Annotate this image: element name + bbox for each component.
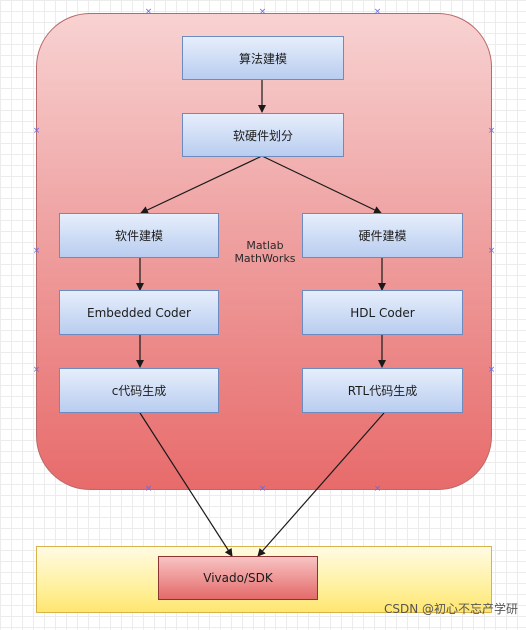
selection-handle-11[interactable]: × [258, 484, 267, 494]
rtl-codegen-node[interactable]: RTL代码生成 [302, 368, 463, 413]
hardware-modeling-label: 硬件建模 [358, 229, 407, 243]
software-modeling-label: 软件建模 [114, 229, 163, 243]
hdl-coder-label: HDL Coder [350, 305, 415, 320]
vivado-sdk-node[interactable]: Vivado/SDK [158, 556, 318, 600]
csdn-watermark: CSDN @初心不忘产学研 [383, 602, 518, 616]
selection-handle-10[interactable]: × [144, 484, 153, 494]
algorithm-modeling-node[interactable]: 算法建模 [182, 36, 344, 80]
software-modeling-node[interactable]: 软件建模 [59, 213, 219, 258]
rtl-codegen-label: RTL代码生成 [347, 384, 418, 398]
selection-handle-2[interactable]: × [258, 7, 267, 17]
hw-sw-partition-node[interactable]: 软硬件划分 [182, 113, 344, 157]
hardware-modeling-node[interactable]: 硬件建模 [302, 213, 463, 258]
selection-handle-9[interactable]: × [487, 365, 496, 375]
selection-handle-5[interactable]: × [487, 126, 496, 136]
embedded-coder-label: Embedded Coder [87, 305, 191, 320]
selection-handle-4[interactable]: × [32, 126, 41, 136]
selection-handle-3[interactable]: × [373, 7, 382, 17]
center-label-line-2: MathWorks [234, 252, 296, 265]
selection-handle-12[interactable]: × [373, 484, 382, 494]
c-codegen-label: c代码生成 [111, 384, 167, 398]
selection-handle-8[interactable]: × [32, 365, 41, 375]
embedded-coder-node[interactable]: Embedded Coder [59, 290, 219, 335]
center-label-line-1: Matlab [246, 239, 284, 252]
matlab-mathworks-label: Matlab MathWorks [210, 239, 320, 265]
selection-handle-7[interactable]: × [487, 246, 496, 256]
selection-handle-6[interactable]: × [32, 246, 41, 256]
hw-sw-partition-label: 软硬件划分 [232, 128, 293, 143]
c-codegen-node[interactable]: c代码生成 [59, 368, 219, 413]
algorithm-modeling-label: 算法建模 [238, 51, 287, 66]
vivado-sdk-label: Vivado/SDK [203, 571, 273, 585]
hdl-coder-node[interactable]: HDL Coder [302, 290, 463, 335]
selection-handle-1[interactable]: × [144, 7, 153, 17]
